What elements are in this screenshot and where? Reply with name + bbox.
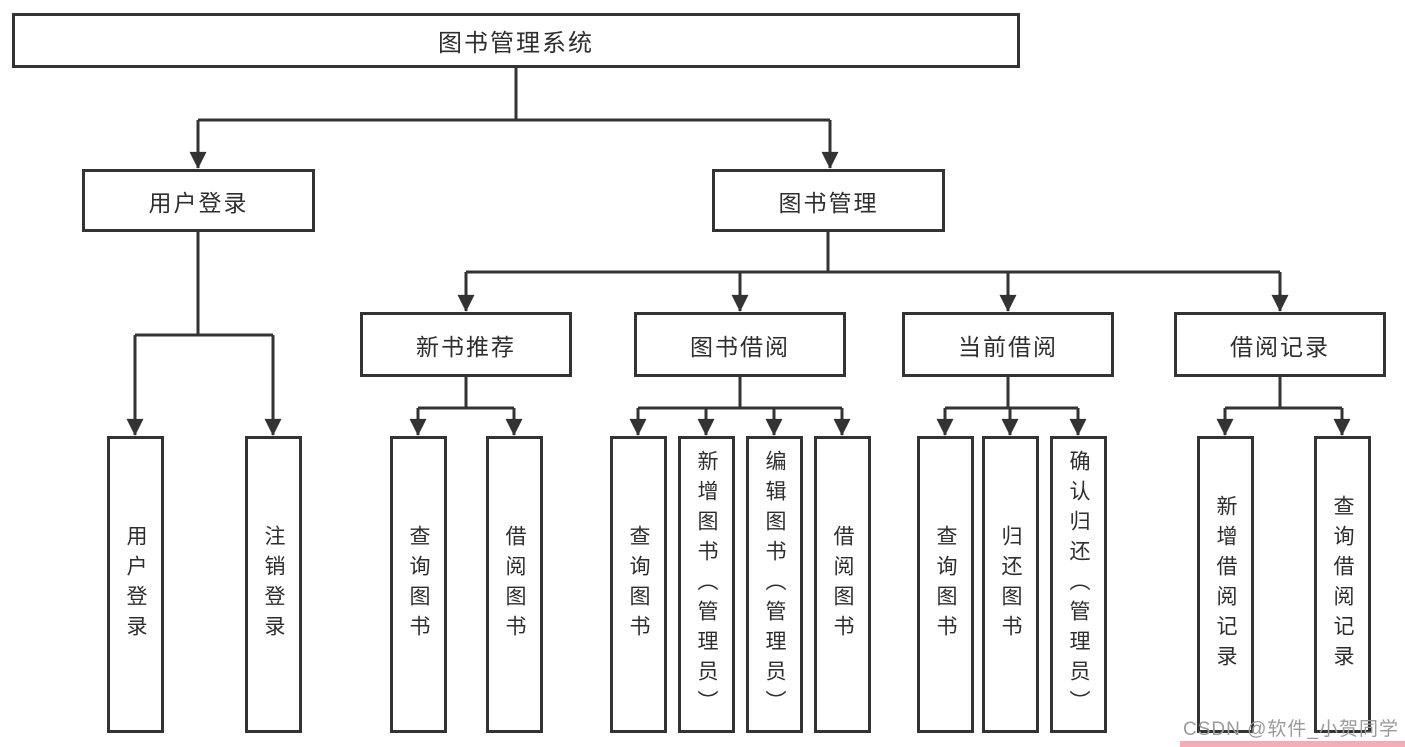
leaf-current-query: 查询图书 [917,436,974,733]
node-user-login: 用户登录 [82,169,315,232]
node-book-mgmt-label: 图书管理 [778,189,879,216]
leaf-borrow-borrow: 借阅图书 [814,436,871,733]
edges-root [189,68,839,169]
leaf-borrow-query-label: 查询图书 [627,524,650,645]
node-user-login-label: 用户登录 [148,189,249,216]
edges-user-login [126,232,282,436]
edges-borrow-record [1216,377,1351,436]
node-new-book-rec: 新书推荐 [360,312,572,377]
node-book-mgmt: 图书管理 [712,169,945,232]
leaf-newbook-query-label: 查询图书 [407,524,430,645]
leaf-borrow-add: 新增图书（管理员） [678,436,735,733]
leaf-newbook-borrow-label: 借阅图书 [503,524,526,645]
leaf-current-confirm: 确认归还（管理员） [1050,436,1107,733]
leaf-record-add-label: 新增借阅记录 [1214,494,1237,675]
leaf-logout: 注销登录 [245,436,302,733]
leaf-newbook-query: 查询图书 [390,436,447,733]
node-borrow-record: 借阅记录 [1174,312,1386,377]
leaf-newbook-borrow: 借阅图书 [486,436,543,733]
leaf-borrow-edit-label: 编辑图书（管理员） [763,449,786,720]
leaf-current-confirm-label: 确认归还（管理员） [1067,449,1090,720]
leaf-user-login: 用户登录 [107,436,164,733]
leaf-record-add: 新增借阅记录 [1197,436,1254,733]
leaf-user-login-label: 用户登录 [124,524,147,645]
leaf-current-query-label: 查询图书 [934,524,957,645]
edges-new-book-rec [409,377,523,436]
node-borrow-record-label: 借阅记录 [1230,333,1330,360]
leaf-borrow-add-label: 新增图书（管理员） [695,449,718,720]
edges-book-mgmt [457,232,1289,312]
node-current-borrow: 当前借阅 [902,312,1114,377]
leaf-current-return-label: 归还图书 [999,524,1022,645]
watermark-accent-strip [1180,741,1405,747]
leaf-borrow-edit: 编辑图书（管理员） [746,436,803,733]
node-new-book-rec-label: 新书推荐 [416,333,516,360]
node-current-borrow-label: 当前借阅 [958,333,1058,360]
leaf-logout-label: 注销登录 [262,524,285,645]
node-root-label: 图书管理系统 [438,30,594,57]
leaf-record-query: 查询借阅记录 [1314,436,1371,733]
leaf-borrow-query: 查询图书 [610,436,667,733]
edges-current-borrow [936,377,1087,436]
leaf-record-query-label: 查询借阅记录 [1331,494,1354,675]
node-book-borrow: 图书借阅 [634,312,846,377]
node-root: 图书管理系统 [12,13,1020,68]
watermark: CSDN @软件_小贺同学 [1183,719,1399,740]
leaf-borrow-borrow-label: 借阅图书 [831,524,854,645]
node-book-borrow-label: 图书借阅 [690,333,790,360]
leaf-current-return: 归还图书 [982,436,1039,733]
edges-book-borrow [629,377,851,436]
